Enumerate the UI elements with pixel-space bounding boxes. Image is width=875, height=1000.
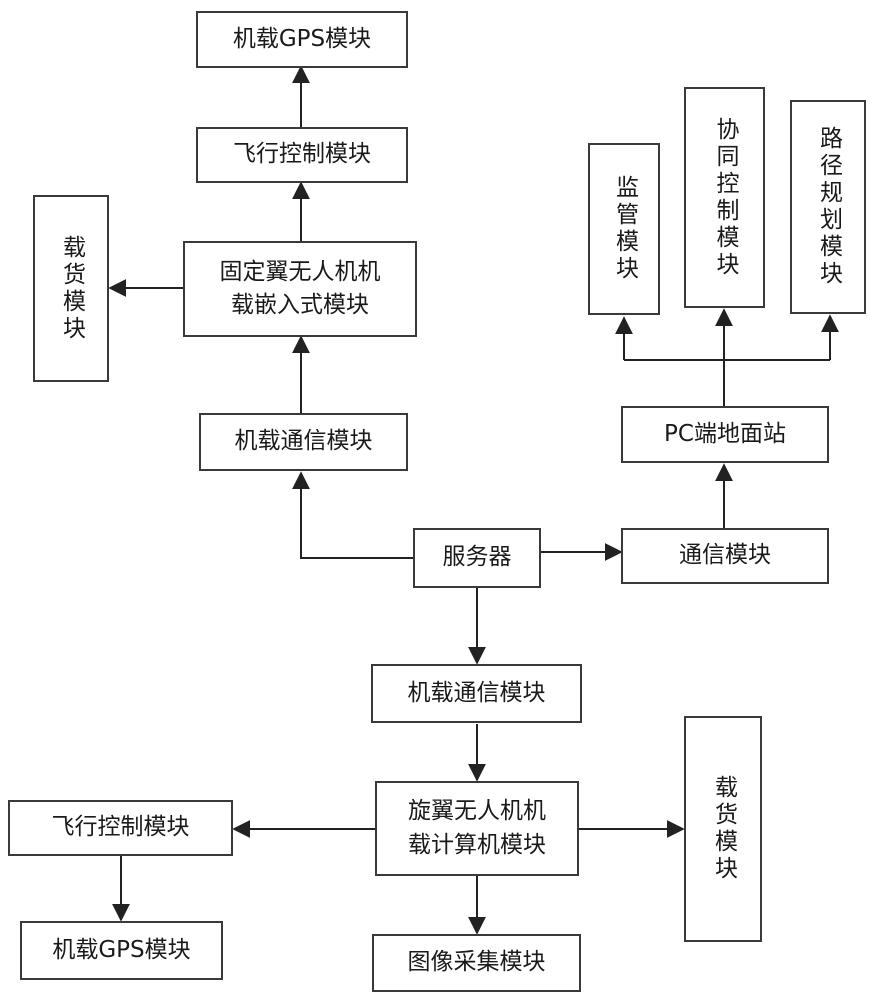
- server: 服务器: [413, 528, 541, 588]
- arrow-server-to-top-comm: [292, 471, 413, 559]
- top-flight-control-label: 飞行控制模块: [233, 141, 371, 168]
- monitor-label: 监管模块: [611, 175, 638, 283]
- right-cargo-module: 载货模块: [684, 716, 762, 942]
- bottom-flight-control-module: 飞行控制模块: [8, 800, 233, 856]
- left-cargo-label: 载货模块: [58, 234, 85, 343]
- top-flight-control-module: 飞行控制模块: [196, 127, 408, 183]
- top-gps-module: 机载GPS模块: [196, 11, 408, 68]
- monitor-module: 监管模块: [588, 143, 660, 315]
- bottom-onboard-comm-module: 机载通信模块: [371, 664, 582, 723]
- fixed-wing-embedded-label: 固定翼无人机机 载嵌入式模块: [219, 258, 381, 318]
- bottom-gps-module-label: 机载GPS模块: [52, 936, 191, 963]
- server-label: 服务器: [442, 544, 512, 571]
- pc-ground-station: PC端地面站: [621, 406, 829, 463]
- left-cargo-module: 载货模块: [33, 195, 109, 382]
- rotor-onboard-computer-label: 旋翼无人机机 载计算机模块: [408, 798, 546, 858]
- top-gps-module-label: 机载GPS模块: [232, 25, 372, 52]
- collab-control-label: 协同控制模块: [712, 116, 738, 279]
- top-onboard-comm-module: 机载通信模块: [199, 413, 408, 471]
- pc-ground-station-label: PC端地面站: [664, 420, 786, 447]
- comm-module-label: 通信模块: [679, 542, 771, 569]
- path-planning-module: 路径规划模块: [790, 100, 866, 314]
- bottom-gps-module: 机载GPS模块: [20, 921, 223, 980]
- fixed-wing-embedded-module: 固定翼无人机机 载嵌入式模块: [183, 241, 417, 337]
- collab-control-module: 协同控制模块: [684, 87, 765, 308]
- image-capture-module: 图像采集模块: [372, 934, 581, 992]
- bottom-onboard-comm-label: 机载通信模块: [407, 679, 546, 706]
- right-cargo-label: 载货模块: [710, 775, 737, 883]
- top-onboard-comm-label: 机载通信模块: [234, 428, 373, 455]
- rotor-onboard-computer-module: 旋翼无人机机 载计算机模块: [375, 781, 579, 876]
- image-capture-label: 图像采集模块: [407, 949, 546, 976]
- path-planning-label: 路径规划模块: [815, 126, 842, 288]
- bottom-flight-control-label: 飞行控制模块: [51, 814, 190, 841]
- comm-module: 通信模块: [621, 528, 829, 584]
